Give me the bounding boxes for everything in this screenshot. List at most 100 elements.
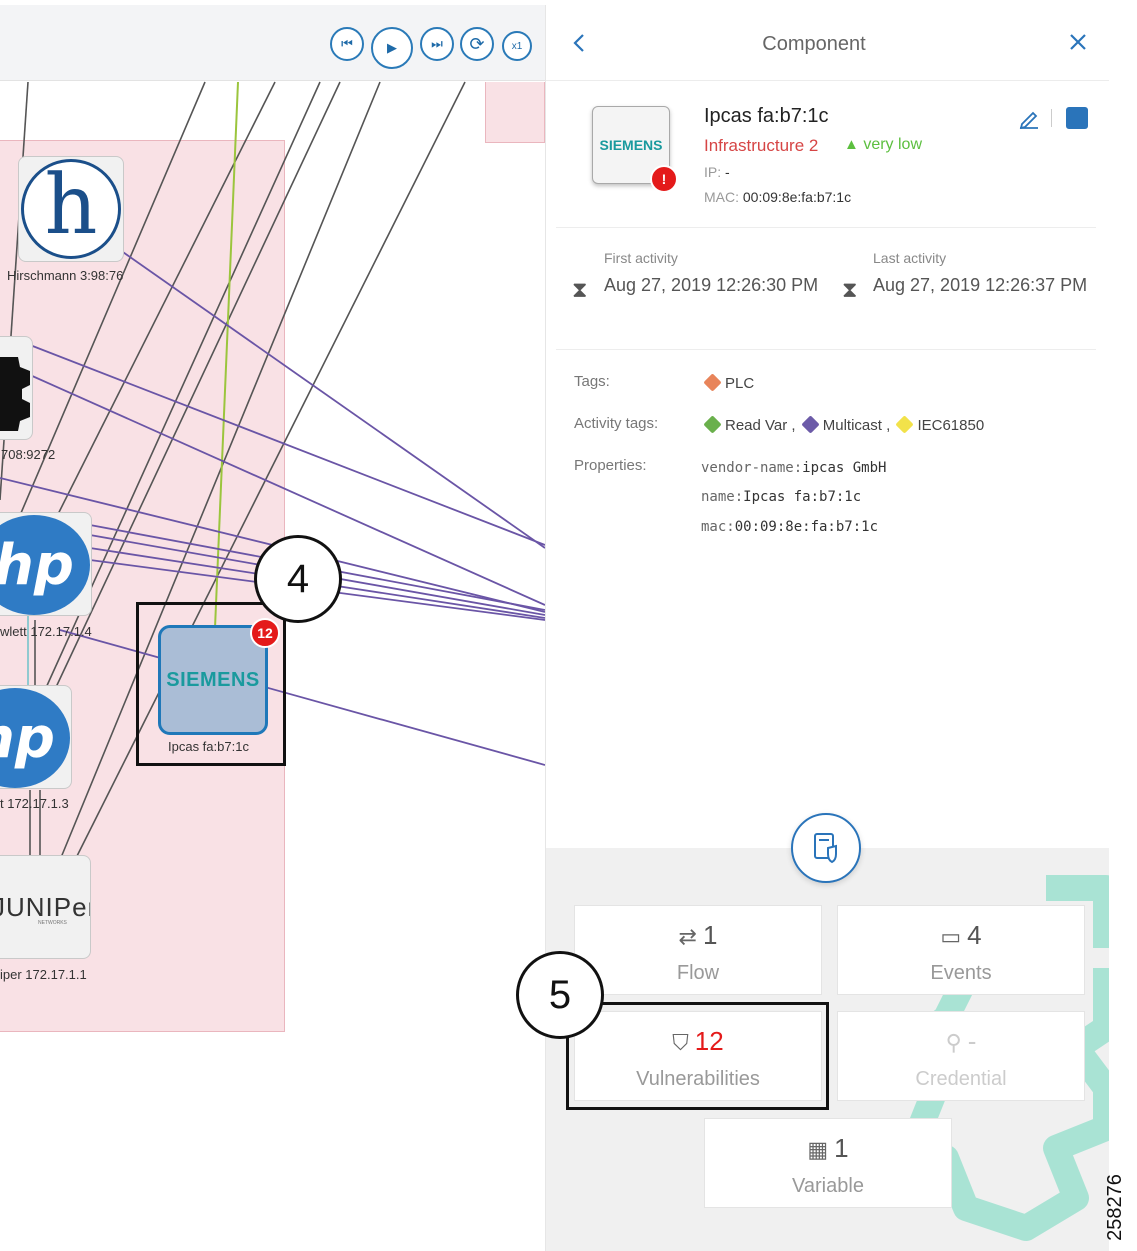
tag-icon: [703, 373, 722, 392]
activity-tag-read-var[interactable]: Read Var ,: [703, 415, 796, 434]
hp-logo-text: hp: [0, 532, 74, 598]
tag-text: Multicast ,: [822, 417, 891, 434]
speed-label: x1: [511, 40, 523, 52]
tag-text: Read Var ,: [725, 417, 796, 434]
zone-adjacent[interactable]: [485, 82, 545, 143]
play-button[interactable]: ▶: [371, 27, 413, 69]
node-gear[interactable]: [0, 336, 33, 440]
edit-button[interactable]: [1018, 107, 1040, 135]
events-count: 4: [967, 920, 982, 950]
close-button[interactable]: [1068, 31, 1088, 59]
property-key: vendor-name:: [701, 460, 803, 476]
loop-icon: ⟳: [469, 33, 485, 54]
tag-icon: [895, 415, 915, 434]
skip-back-icon: ⏮: [341, 36, 353, 51]
play-icon: ▶: [387, 40, 397, 55]
node-label-juniper: iper 172.17.1.1: [0, 967, 87, 982]
activity-tag-multicast[interactable]: Multicast ,: [801, 415, 891, 434]
credential-card[interactable]: ⚲- Credential: [837, 1011, 1085, 1101]
tag-plc[interactable]: PLC: [703, 373, 754, 392]
risk-level: ▲ very low: [844, 136, 922, 154]
flow-label: Flow: [676, 962, 720, 984]
hp-logo-text: hp: [0, 705, 55, 771]
node-hp-2[interactable]: hp: [0, 685, 72, 789]
tags-list: PLC: [703, 373, 754, 392]
vulnerabilities-card[interactable]: ⛉12 Vulnerabilities: [574, 1011, 822, 1101]
flow-count: 1: [702, 920, 718, 950]
hourglass-icon: ⧗: [842, 277, 858, 302]
alert-badge: !: [650, 165, 678, 193]
properties-label: Properties:: [574, 457, 647, 474]
node-juniper[interactable]: JUNIPer NETWORKS: [0, 855, 91, 959]
ip-label: IP:: [704, 164, 722, 180]
vulnerabilities-count: 12: [694, 1026, 724, 1056]
events-card[interactable]: ▭4 Events: [837, 905, 1085, 995]
skip-back-button[interactable]: ⏮: [330, 27, 364, 61]
device-ip: IP: -: [704, 164, 730, 180]
activity-tags-label: Activity tags:: [574, 415, 659, 432]
risk-level-text: very low: [863, 136, 922, 153]
hp-logo: hp: [0, 688, 70, 788]
first-activity-label: First activity: [604, 250, 678, 266]
security-report-button[interactable]: [791, 813, 861, 883]
property-key: mac:: [701, 519, 735, 535]
shield-document-icon: [814, 833, 837, 864]
property-value: Ipcas fa:b7:1c: [743, 489, 862, 505]
loop-button[interactable]: ⟳: [460, 27, 494, 61]
speed-button[interactable]: x1: [502, 31, 532, 61]
node-siemens-selected[interactable]: SIEMENS: [158, 625, 268, 735]
first-activity-value: Aug 27, 2019 12:26:30 PM: [604, 275, 819, 295]
activity-tag-iec61850[interactable]: IEC61850: [895, 415, 985, 434]
hirschmann-logo: h: [21, 159, 121, 259]
playback-toolbar: ⏮ ▶ ⏭ ⟳ x1: [0, 5, 545, 81]
device-logo-text: SIEMENS: [599, 137, 663, 153]
vulnerability-count-badge: 12: [250, 618, 280, 648]
chevron-left-icon: [573, 34, 584, 52]
gear-icon: [0, 357, 30, 431]
selection-highlight-box: [136, 602, 286, 766]
divider: [556, 227, 1096, 228]
events-label: Events: [930, 962, 992, 984]
vulnerabilities-label: Vulnerabilities: [636, 1068, 760, 1090]
flow-arrows-icon: ⇄: [678, 924, 697, 949]
node-label-gear: 708:9272: [1, 447, 56, 462]
hourglass-icon: ⧗: [572, 277, 588, 302]
network-map[interactable]: ⏮ ▶ ⏭ ⟳ x1 h Hirschmann 3:98:76 708:9272…: [0, 0, 545, 1251]
node-hp-1[interactable]: hp: [0, 512, 92, 616]
panel-header: Component: [546, 5, 1109, 81]
device-mac: MAC: 00:09:8e:fa:b7:1c: [704, 189, 851, 205]
last-activity-label: Last activity: [873, 250, 947, 266]
magnifier-icon: ⚲: [945, 1030, 962, 1055]
property-name: name:Ipcas fa:b7:1c: [701, 489, 861, 505]
book-icon[interactable]: [1066, 107, 1088, 129]
hp-logo: hp: [0, 515, 90, 615]
hirschmann-logo-text: h: [44, 158, 98, 253]
property-value: 00:09:8e:fa:b7:1c: [734, 519, 879, 535]
node-label-hirschmann: Hirschmann 3:98:76: [7, 268, 124, 283]
callout-5: 5: [516, 951, 604, 1039]
node-label-siemens: Ipcas fa:b7:1c: [168, 739, 249, 754]
figure-id: 258276: [1104, 1170, 1136, 1250]
property-mac: mac:00:09:8e:fa:b7:1c: [701, 519, 878, 535]
variable-label: Variable: [792, 1175, 864, 1197]
mac-value: 00:09:8e:fa:b7:1c: [742, 189, 852, 205]
tag-icon: [703, 415, 722, 434]
ip-value: -: [725, 164, 730, 180]
calculator-icon: ▦: [807, 1137, 829, 1162]
back-button[interactable]: [572, 29, 586, 60]
variable-count: 1: [834, 1133, 849, 1163]
divider: [556, 349, 1096, 350]
skip-forward-button[interactable]: ⏭: [420, 27, 454, 61]
mac-label: MAC:: [704, 189, 739, 205]
node-hirschmann[interactable]: h: [18, 156, 124, 262]
tag-text: IEC61850: [917, 417, 985, 434]
juniper-logo: JUNIPer: [0, 892, 90, 922]
variable-card[interactable]: ▦1 Variable: [704, 1118, 952, 1208]
device-group-link[interactable]: Infrastructure 2: [704, 136, 819, 155]
close-icon: [1070, 34, 1086, 50]
flow-card[interactable]: ⇄1 Flow: [574, 905, 822, 995]
tag-icon: [801, 415, 820, 434]
credential-label: Credential: [915, 1068, 1007, 1090]
device-name: Ipcas fa:b7:1c: [704, 105, 829, 127]
pencil-icon: [1019, 111, 1038, 130]
